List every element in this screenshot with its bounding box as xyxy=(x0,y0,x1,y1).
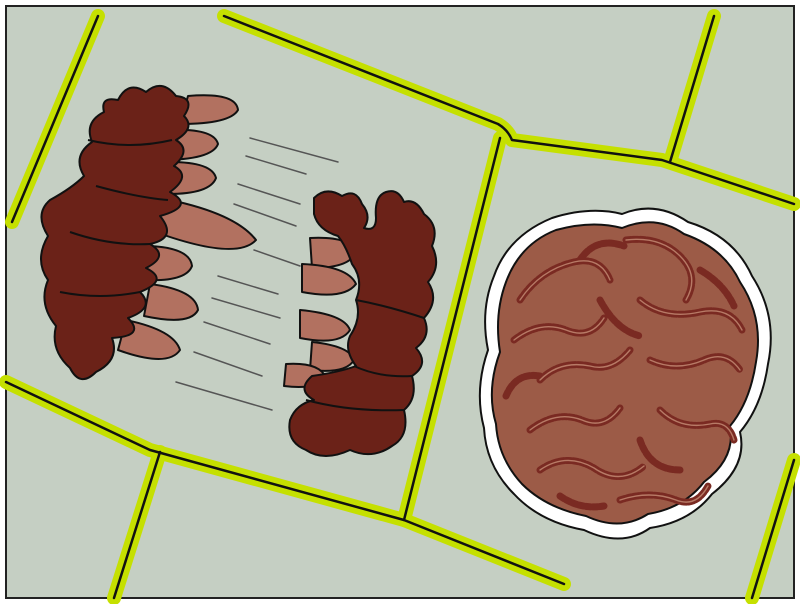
plant-cell-mitosis-diagram xyxy=(0,0,800,604)
diagram-canvas xyxy=(0,0,800,604)
